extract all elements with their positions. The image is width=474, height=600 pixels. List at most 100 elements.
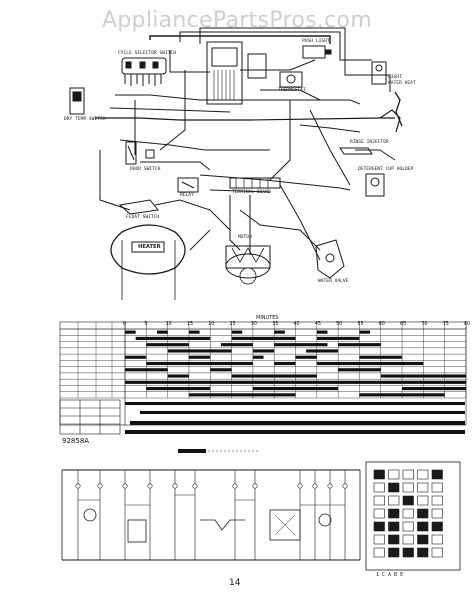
label-push-light: PUSH LIGHT <box>302 39 330 44</box>
chart-sequence-bar <box>252 387 339 391</box>
chart-tick-label: 50 <box>336 322 343 327</box>
chart-tick-label: 80 <box>464 322 471 327</box>
key-grid-cell <box>388 547 400 558</box>
label-cycle-selector-switch: CYCLE SELECTOR SWITCH <box>118 51 177 56</box>
schematic-contact <box>327 483 333 489</box>
key-grid-cell <box>388 534 400 545</box>
chart-sequence-bar <box>402 387 466 391</box>
chart-sequence-bar <box>338 343 381 347</box>
chart-sequence-bar <box>125 380 466 384</box>
chart-sequence-bar <box>188 393 296 397</box>
chart-tick-label: 0 <box>123 322 127 327</box>
page-number: 14 <box>229 578 241 588</box>
key-grid-footer: 1 C A B E <box>376 572 404 578</box>
label-door-switch: DOOR SWITCH <box>130 167 161 172</box>
key-grid-cell <box>431 547 443 558</box>
chart-sequence-bar <box>210 368 232 372</box>
chart-sequence-bar <box>316 330 328 334</box>
key-grid-cell <box>417 469 429 480</box>
key-grid-cell <box>431 521 443 532</box>
key-grid-cell <box>417 482 429 493</box>
key-grid-cell <box>373 482 385 493</box>
key-grid-cell <box>417 495 429 506</box>
chart-sequence-bar <box>167 374 189 378</box>
schematic-contact <box>252 483 258 489</box>
timer-sequence-chart <box>59 321 467 453</box>
chart-sequence-bar <box>380 374 466 378</box>
label-water-heat: WATER HEAT <box>388 81 416 86</box>
chart-tick-label: 35 <box>272 322 279 327</box>
chart-sequence-bar <box>295 355 317 359</box>
chart-sequence-bar <box>359 330 371 334</box>
chart-tick-label: 40 <box>293 322 300 327</box>
key-grid-cell <box>373 547 385 558</box>
chart-sequence-bar <box>359 355 403 359</box>
schematic-contact <box>192 483 198 489</box>
chart-sequence-bar <box>146 343 189 347</box>
chart-sequence-bar <box>306 349 339 353</box>
label-dry-temp-switch: DRY TEMP SWITCH <box>64 117 106 122</box>
chart-sequence-bar <box>125 330 136 334</box>
chart-sequence-bar <box>146 361 253 366</box>
label-thermostat: THERMOSTAT <box>278 88 306 93</box>
chart-sequence-bar <box>252 349 275 353</box>
chart-minutes-label: MINUTES <box>256 315 279 321</box>
key-grid-cell <box>373 508 385 519</box>
chart-sequence-bar <box>220 343 253 347</box>
pictorial-wiring <box>69 27 403 300</box>
key-grid-cell <box>373 521 385 532</box>
chart-tick-label: 45 <box>314 322 321 327</box>
chart-tick-label: 20 <box>208 322 215 327</box>
watermark: AppliancePartsPros.com <box>101 8 373 33</box>
key-grid-cell <box>402 469 414 480</box>
key-grid-cell <box>402 521 414 532</box>
key-grid-cell <box>373 469 385 480</box>
key-grid-cell <box>373 495 385 506</box>
chart-sequence-bar <box>146 387 211 391</box>
key-grid-cell <box>431 495 443 506</box>
chart-tick-label: 30 <box>250 322 257 327</box>
chart-sequence-bar <box>231 330 243 334</box>
chart-tick-label: 65 <box>400 322 407 327</box>
key-grid-cell <box>402 508 414 519</box>
schematic-contact <box>147 483 153 489</box>
key-grid-cell <box>402 482 414 493</box>
chart-tick-label: 25 <box>229 322 236 327</box>
schematic-contact <box>122 483 128 489</box>
chart-tick-label: 55 <box>357 322 364 327</box>
label-motor: MOTOR <box>238 235 252 240</box>
schematic-contact <box>297 483 303 489</box>
chart-sequence-bar <box>316 336 360 340</box>
key-grid-cell <box>431 508 443 519</box>
schematic-contact <box>75 483 81 489</box>
key-grid-cell <box>388 469 400 480</box>
chart-tick-label: 15 <box>186 322 194 327</box>
key-grid-cell <box>417 508 429 519</box>
chart-sequence-bar <box>188 330 200 334</box>
schematic-contact <box>312 483 318 489</box>
key-grid-cell <box>402 547 414 558</box>
key-grid-cell <box>388 508 400 519</box>
chart-sequence-bar <box>156 330 168 334</box>
key-grid-cell <box>417 521 429 532</box>
chart-sequence-bar <box>167 349 232 353</box>
label-relay: RELAY <box>180 193 194 198</box>
key-grid-cell <box>417 534 429 545</box>
label-heater: HEATER <box>138 244 161 250</box>
chart-tick-label: 60 <box>378 322 385 327</box>
key-grid-cell <box>373 534 385 545</box>
chart-tick-label: 10 <box>165 322 172 327</box>
chart-sequence-bar <box>125 355 147 359</box>
label-terminal-board: TERMINAL BOARD <box>232 190 271 195</box>
key-grid-cell <box>402 495 414 506</box>
chart-sequence-bar <box>274 361 296 366</box>
chart-tick-label: 5 <box>144 322 148 327</box>
chart-tick-label: 75 <box>442 322 449 327</box>
label-float-switch: FLOAT SWITCH <box>126 215 160 220</box>
key-grid-cell <box>431 482 443 493</box>
switch-key-grid <box>365 461 461 571</box>
chart-sequence-bar <box>125 368 168 372</box>
key-grid-cell <box>431 534 443 545</box>
